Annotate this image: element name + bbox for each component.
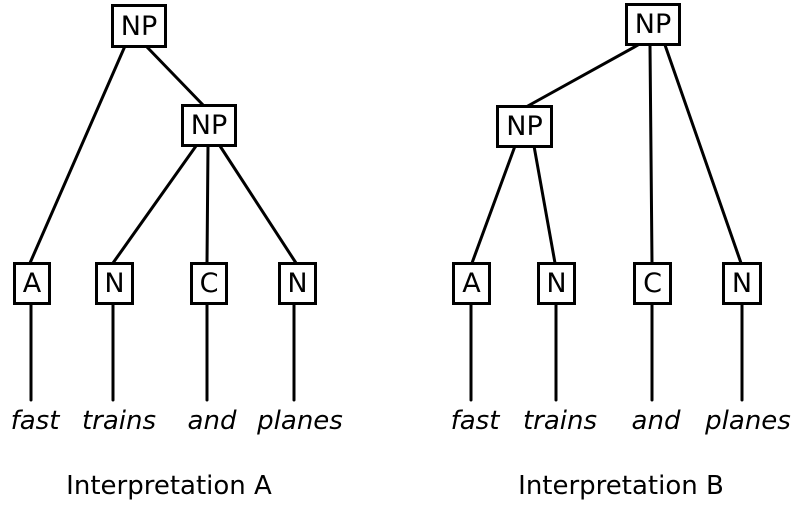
tree-b-edge-inner-to-n1: [532, 144, 557, 265]
tree-b-edge-root-to-c: [648, 43, 654, 265]
tree-a-edge-root-to-innernp: [144, 44, 206, 108]
tree-b-word-trains: trains: [522, 406, 598, 436]
tree-a-word-fast: fast: [10, 406, 60, 436]
tree-a-edge-root-to-a: [28, 44, 127, 265]
tree-b-edge-root-to-n2: [663, 43, 743, 265]
tree-a-inner-np-node: NP: [181, 104, 237, 147]
tree-a-leaf-n2-node: N: [278, 262, 317, 305]
tree-a-leaf-a-node: A: [13, 262, 51, 305]
tree-a-edge-inner-to-n2: [218, 144, 298, 265]
tree-a-leaf-c-node: C: [190, 262, 228, 305]
tree-b-root-np-node: NP: [625, 3, 681, 46]
tree-b-leaf-n2-node: N: [722, 262, 762, 305]
tree-b-leaf-n1-node: N: [537, 262, 576, 305]
tree-b-word-fast: fast: [450, 406, 500, 436]
tree-b-edge-root-to-innernp: [524, 43, 640, 109]
tree-b-word-planes: planes: [705, 406, 791, 436]
tree-a-word-trains: trains: [81, 406, 157, 436]
tree-b-inner-np-node: NP: [496, 105, 553, 148]
tree-a-word-and: and: [187, 406, 237, 436]
tree-b-leaf-a-node: A: [452, 262, 491, 305]
tree-b-leaf-c-node: C: [633, 262, 672, 305]
tree-a-root-np-node: NP: [111, 4, 167, 48]
tree-a-edge-inner-to-n1: [111, 144, 198, 265]
tree-a-edge-inner-to-c: [205, 144, 210, 265]
tree-b-word-and: and: [631, 406, 681, 436]
tree-a-caption: Interpretation A: [66, 471, 272, 501]
tree-b-caption: Interpretation B: [518, 471, 724, 501]
tree-a-leaf-n1-node: N: [95, 262, 134, 305]
tree-a-word-planes: planes: [257, 406, 343, 436]
tree-b-edge-inner-to-a: [470, 144, 517, 265]
